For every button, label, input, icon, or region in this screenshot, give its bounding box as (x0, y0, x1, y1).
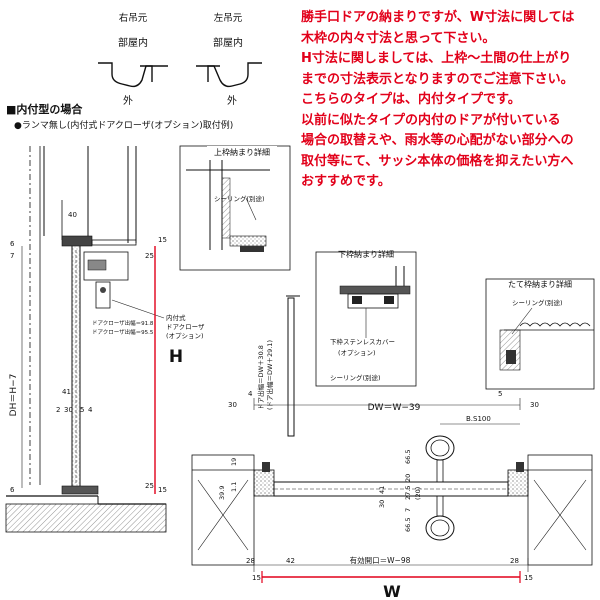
dim-6-top: 6 (10, 240, 15, 248)
dim-19: 19 (230, 458, 238, 466)
dim-30: 30 (64, 406, 73, 414)
hinge-left-outside-label: 外 (227, 95, 237, 107)
installation-note: 勝手口ドアの納まりですが、W寸法に関しては 木枠の内々寸法と思って下さい。 H寸… (301, 8, 596, 193)
detail-side-title: たて枠納まり詳細 (508, 279, 572, 289)
dim-6-bottom: 6 (10, 486, 15, 494)
closer-width-label-2: ドアクローザ出幅＝95.5 (92, 328, 154, 336)
hinge-right-door-leaf (140, 65, 153, 82)
dim-66-5-top: 66.5 (404, 450, 412, 464)
plan-section-drawing (191, 295, 593, 566)
hinge-right-label: 右吊元 (119, 12, 148, 24)
dim-1-1: 1.1 (230, 482, 238, 492)
dim-41: 41 (62, 388, 71, 396)
hinge-right-profile (98, 62, 168, 88)
note-line: までの寸法表示となりますのでご注意下さい。 (301, 71, 574, 87)
dim-5-plan: 5 (498, 390, 502, 398)
dim-20: 20 (404, 474, 412, 482)
detail-bottom-title: 下枠納まり詳細 (338, 249, 394, 259)
detail-side-sealing: シーリング(別途) (512, 298, 563, 307)
h-dimension-label: H (169, 347, 183, 367)
detail-top-sealing: シーリング(別途) (214, 194, 265, 203)
dim-15-top: 15 (158, 236, 167, 244)
dim-20-paren: (20) (414, 487, 422, 500)
note-line: 取付等にて、サッシ本体の価格を抑えたい方へ (301, 153, 574, 169)
hinge-left-profile (196, 62, 262, 88)
detail-top-box: 上枠納まり詳細 シーリング(別途) (179, 145, 291, 271)
dim-7: 7 (10, 252, 14, 260)
detail-bottom-option: (オプション) (338, 349, 376, 357)
hinge-left-diagram: 左吊元 部屋内 外 (196, 12, 262, 107)
dim-5: 5 (80, 406, 84, 414)
w-dimension-label: W (383, 582, 401, 600)
dim-7-plan: 7 (404, 508, 412, 512)
detail-bottom-sealing: シーリング(別途) (330, 373, 381, 382)
detail-bottom-cover: 下枠ステンレスカバー (330, 337, 395, 346)
hinge-right-inside-label: 部屋内 (118, 36, 148, 49)
effective-opening-label: 有効開口＝W−98 (350, 555, 411, 565)
note-line: こちらのタイプは、内付タイプです。 (301, 92, 521, 107)
note-line: おすすめです。 (301, 174, 391, 189)
note-line: 勝手口ドアの納まりですが、W寸法に関しては (301, 10, 575, 25)
bs-dimension-label: B.S100 (466, 415, 491, 423)
dim-30-plan: 30 (378, 500, 386, 508)
dim-2: 2 (56, 406, 60, 414)
dim-30-left: 30 (228, 401, 237, 409)
note-line: H寸法に関しましては、上枠～土間の仕上がり (301, 51, 572, 66)
section-title: ■内付型の場合 (6, 102, 83, 116)
dim-15-left: 15 (252, 574, 261, 582)
door-width-label-2: (ドア出幅＝DW＋29.1) (265, 340, 274, 410)
dim-41-plan: 41 (378, 486, 386, 494)
hinge-left-door-leaf (207, 65, 220, 82)
dim-15-bottom: 15 (158, 486, 167, 494)
vertical-section-drawing (5, 146, 167, 533)
inner-closer-label-3: (オプション) (166, 332, 204, 340)
dim-42: 42 (286, 557, 295, 565)
dim-27-5: 27.5 (404, 486, 412, 500)
hinge-left-label: 左吊元 (214, 12, 243, 24)
dim-25-bottom: 25 (145, 482, 154, 490)
hinge-right-diagram: 右吊元 部屋内 外 (98, 12, 168, 107)
inner-closer-label-1: 内付式 (166, 313, 186, 322)
detail-bottom-box: 下枠納まり詳細 下枠ステンレスカバー (オプション) シーリング(別途) (315, 249, 417, 387)
door-width-label-1: ドア出幅＝DW＋30.8 (256, 345, 265, 410)
detail-side-box: たて枠納まり詳細 シーリング(別途) (485, 278, 595, 390)
note-line: 木枠の内々寸法と思って下さい。 (301, 30, 496, 46)
hinge-right-outside-label: 外 (123, 95, 133, 107)
note-line: 以前に似たタイプの内付のドアが付いている (301, 112, 561, 128)
closer-width-label-1: ドアクローザ出幅＝91.8 (92, 319, 154, 327)
dim-25-top: 25 (145, 252, 154, 260)
section-subtitle: ●ランマ無し(内付式ドアクローザ(オプション)取付例) (14, 119, 233, 131)
detail-top-title: 上枠納まり詳細 (214, 147, 270, 157)
dim-39-9: 39.9 (218, 486, 226, 500)
dim-40: 40 (68, 211, 77, 219)
dw-dimension-label: DW＝W−39 (368, 403, 421, 413)
hinge-left-inside-label: 部屋内 (213, 36, 243, 49)
dim-28-right: 28 (510, 557, 519, 565)
dim-66-5-bottom: 66.5 (404, 518, 412, 532)
dim-28-left: 28 (246, 557, 255, 565)
dim-4-plan: 4 (248, 390, 253, 398)
dim-30-right: 30 (530, 401, 539, 409)
dh-dimension-label: DH＝H−7 (9, 374, 19, 417)
dim-15-right: 15 (524, 574, 533, 582)
note-line: 場合の取替えや、雨水等の心配がない部分への (301, 133, 574, 148)
inner-closer-label-2: ドアクローザ (166, 323, 205, 331)
dim-4: 4 (88, 406, 93, 414)
